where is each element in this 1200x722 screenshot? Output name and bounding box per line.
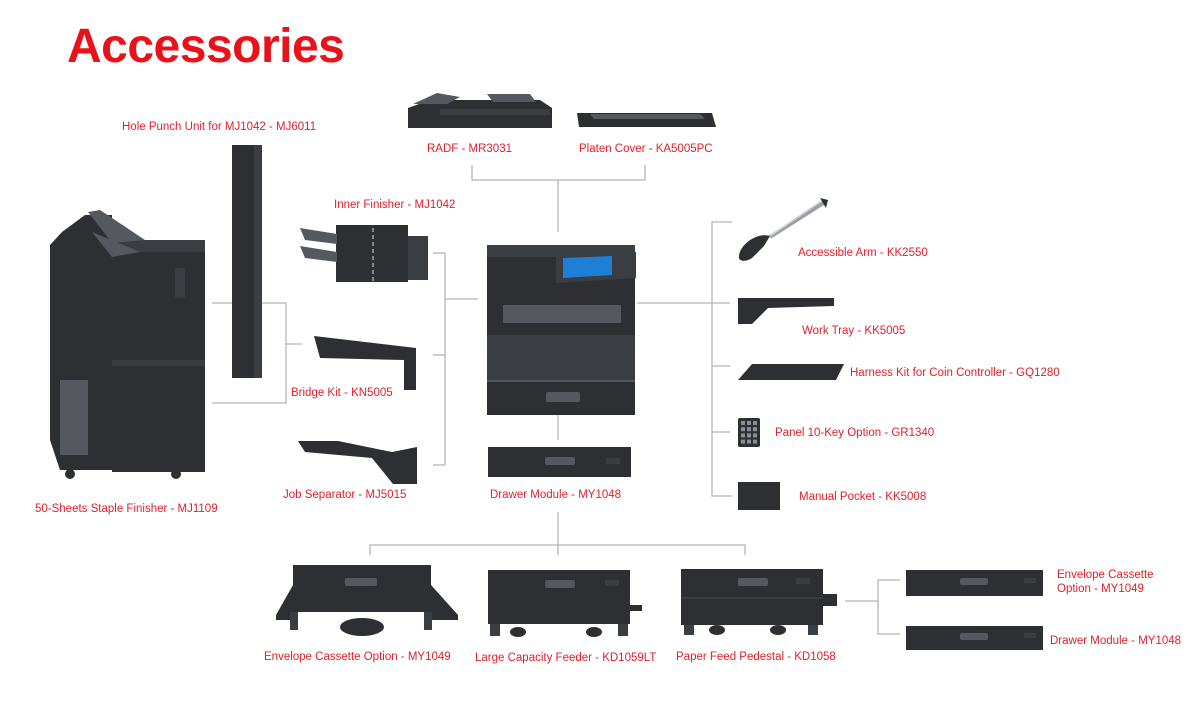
drawer-module-right-image <box>906 626 1043 650</box>
connector-lines <box>212 165 900 635</box>
label-staple-finisher: 50-Sheets Staple Finisher - MJ1109 <box>35 503 218 515</box>
keypad-key <box>741 433 745 438</box>
label-lcf: Large Capacity Feeder - KD1059LT <box>475 652 657 664</box>
work-tray-image <box>738 298 834 324</box>
job-separator-image <box>298 441 417 484</box>
panel-10key-image <box>738 418 760 447</box>
drawer-module-center-image <box>488 447 631 477</box>
label-harness-kit: Harness Kit for Coin Controller - GQ1280 <box>850 367 1060 379</box>
lcf-image <box>488 570 642 637</box>
keypad-key <box>747 427 751 432</box>
label-drawer-module-right: Drawer Module - MY1048 <box>1050 635 1182 647</box>
label-envelope-cassette-right: Envelope Cassette Option - MY1049 <box>1057 569 1154 595</box>
page-title: Accessories <box>67 20 345 73</box>
keypad-keys <box>741 421 757 444</box>
main-mfp-image <box>487 245 636 415</box>
inner-finisher-image <box>300 225 428 282</box>
accessible-arm-image <box>738 198 828 261</box>
keypad-key <box>747 421 751 425</box>
envelope-cassette-right-image <box>906 570 1043 596</box>
keypad-key <box>741 421 745 425</box>
label-work-tray: Work Tray - KK5005 <box>802 325 906 337</box>
keypad-key <box>747 433 751 438</box>
label-job-separator: Job Separator - MJ5015 <box>283 489 407 501</box>
radf-image <box>408 93 552 128</box>
keypad-key <box>753 427 757 432</box>
manual-pocket-image <box>738 482 780 510</box>
keypad-key <box>753 433 757 438</box>
label-paper-feed-pedestal: Paper Feed Pedestal - KD1058 <box>676 651 836 663</box>
label-accessible-arm: Accessible Arm - KK2550 <box>798 247 928 259</box>
staple-finisher-image <box>50 210 205 479</box>
bridge-kit-image <box>314 336 416 390</box>
keypad-key <box>753 421 757 425</box>
label-inner-finisher: Inner Finisher - MJ1042 <box>334 199 456 211</box>
envelope-cassette-bottom-image <box>276 565 458 636</box>
label-hole-punch: Hole Punch Unit for MJ1042 - MJ6011 <box>122 121 317 133</box>
keypad-key <box>741 439 745 444</box>
paper-feed-pedestal-image <box>681 569 837 635</box>
hole-punch-image <box>232 145 262 378</box>
harness-kit-image <box>738 364 844 380</box>
keypad-key <box>747 439 751 444</box>
label-radf: RADF - MR3031 <box>427 143 512 155</box>
label-envelope-cassette-bottom: Envelope Cassette Option - MY1049 <box>264 651 451 663</box>
label-drawer-module-center: Drawer Module - MY1048 <box>490 489 622 501</box>
keypad-key <box>753 439 757 444</box>
keypad-key <box>741 427 745 432</box>
label-platen-cover: Platen Cover - KA5005PC <box>579 143 713 155</box>
label-panel-10key: Panel 10-Key Option - GR1340 <box>775 427 935 439</box>
label-manual-pocket: Manual Pocket - KK5008 <box>799 491 927 503</box>
platen-cover-image <box>577 113 716 127</box>
label-bridge-kit: Bridge Kit - KN5005 <box>291 387 393 399</box>
